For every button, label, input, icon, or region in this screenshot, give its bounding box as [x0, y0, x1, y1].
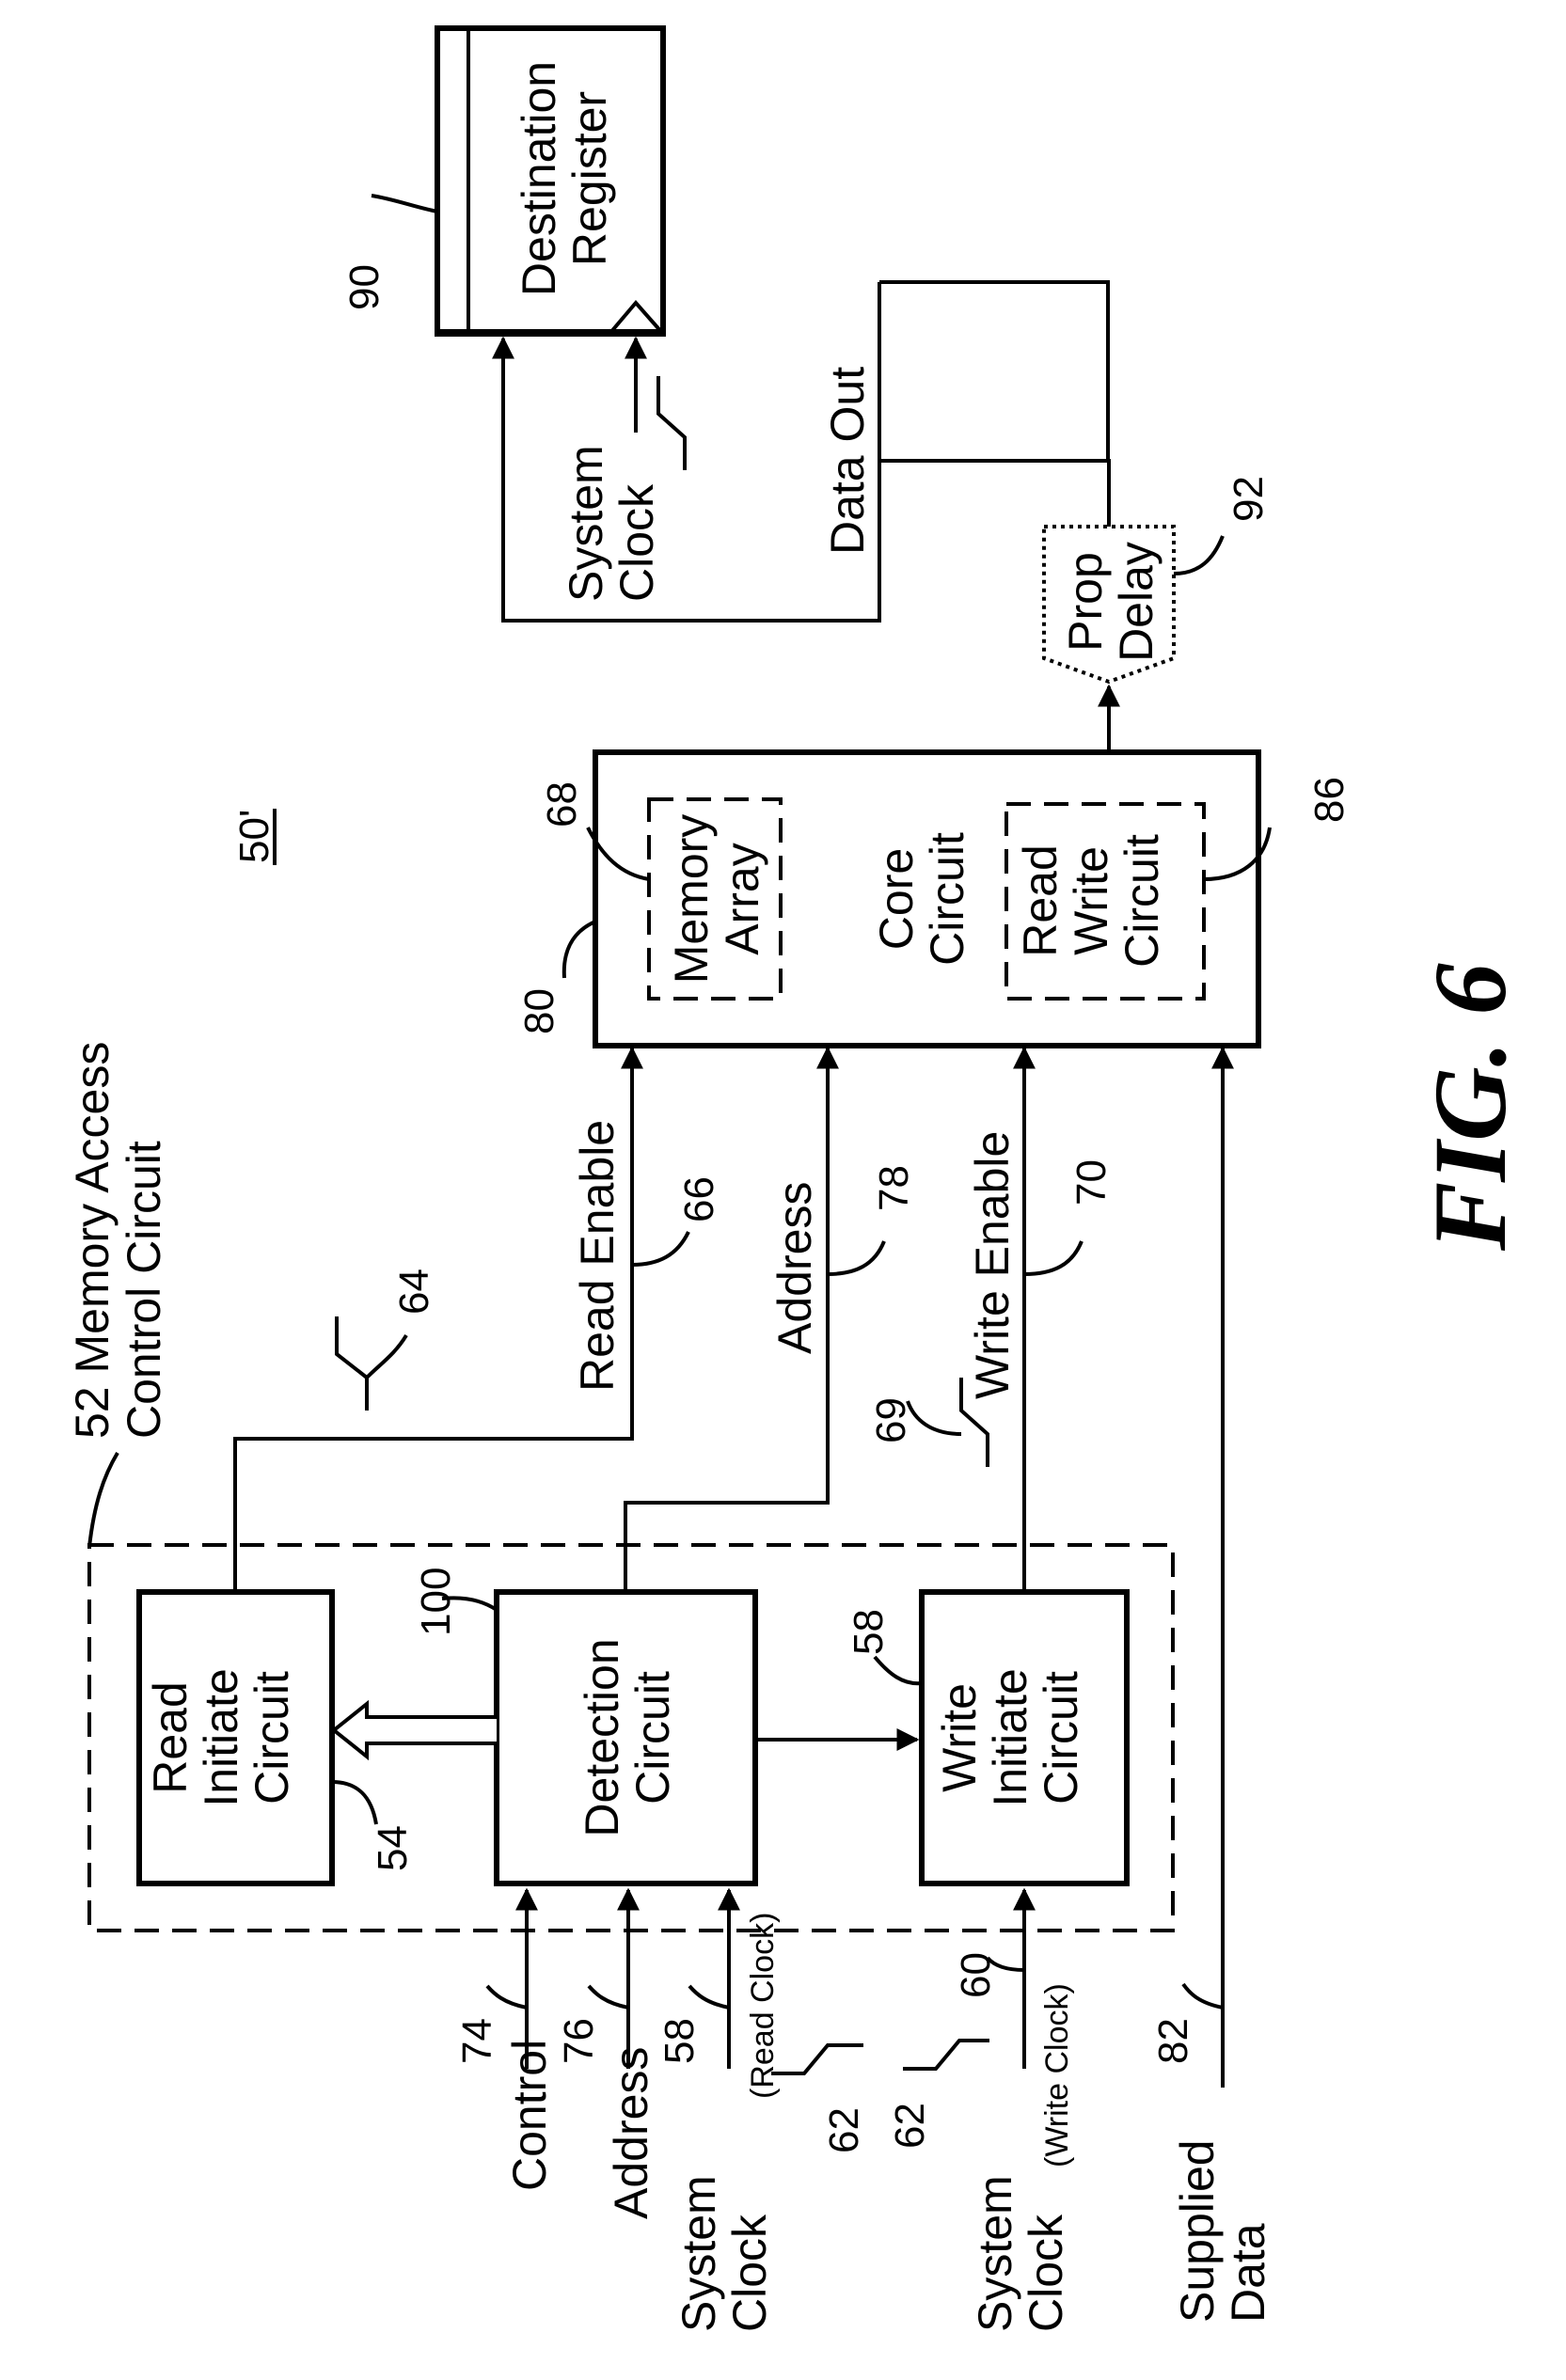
read-write-label: Read Write Circuit — [1014, 834, 1168, 968]
read-enable-wave-leader — [367, 1335, 406, 1378]
read-enable-ref: 66 — [676, 1176, 722, 1222]
read-initiate-leader — [332, 1782, 376, 1824]
prop-delay-ref: 92 — [1226, 476, 1272, 522]
svg-text:Circuit: Circuit — [921, 832, 973, 966]
write-initiate-leader — [875, 1657, 922, 1683]
prop-delay-leader — [1174, 536, 1223, 574]
address-in-leader — [589, 1986, 628, 2008]
svg-text:Core: Core — [870, 848, 923, 950]
read-enable-wave-ref: 64 — [391, 1269, 437, 1315]
sysclk-write-waveform — [903, 2041, 989, 2069]
svg-text:Read: Read — [144, 1681, 197, 1794]
memory-array-ref: 68 — [539, 781, 585, 827]
register-clock-label: System Clock — [560, 445, 663, 602]
supplied-data-ref: 82 — [1150, 2018, 1196, 2064]
svg-text:Circuit: Circuit — [1115, 834, 1168, 968]
svg-text:Circuit: Circuit — [626, 1671, 679, 1805]
sysclk-read-ref: 58 — [656, 2018, 703, 2064]
read-initiate-label: Read Initiate Circuit — [144, 1668, 298, 1806]
write-initiate-label: Write Initiate Circuit — [933, 1668, 1087, 1806]
svg-text:Read: Read — [1014, 844, 1067, 957]
address-out-leader — [828, 1241, 884, 1274]
svg-text:Write: Write — [933, 1683, 986, 1792]
core-ref: 80 — [516, 988, 562, 1034]
svg-text:52 Memory Access: 52 Memory Access — [66, 1042, 119, 1439]
read-enable-waveform — [337, 1316, 367, 1411]
svg-text:Write: Write — [1065, 846, 1117, 955]
control-leader — [487, 1986, 527, 2008]
sysclk-write-ref: 60 — [953, 1952, 999, 1998]
svg-text:System: System — [672, 2175, 725, 2332]
read-write-ref: 86 — [1306, 777, 1352, 823]
destination-register-ref: 90 — [341, 264, 388, 310]
supplied-data-label: Supplied Data — [1171, 2139, 1274, 2323]
svg-text:Circuit: Circuit — [245, 1671, 298, 1805]
svg-text:Prop: Prop — [1059, 552, 1112, 652]
svg-text:Detection: Detection — [576, 1638, 628, 1836]
mac-label: 52 Memory Access Control Circuit — [66, 1042, 170, 1439]
address-out-ref: 78 — [871, 1165, 917, 1211]
sysclk-read-sub: (Read Clock) — [745, 1913, 781, 2099]
svg-text:Data: Data — [1222, 2223, 1274, 2323]
address-in-ref: 76 — [556, 2018, 602, 2064]
core-leader — [564, 922, 595, 978]
svg-text:Circuit: Circuit — [1035, 1671, 1087, 1805]
destination-register-label: Destination Register — [513, 61, 616, 296]
core-circuit-label: Core Circuit — [870, 832, 973, 966]
detection-ref: 100 — [413, 1568, 459, 1636]
svg-text:Supplied: Supplied — [1171, 2139, 1224, 2323]
register-clock-waveform — [658, 376, 685, 470]
svg-text:Delay: Delay — [1110, 542, 1163, 662]
bus-arrow-detection-to-read — [334, 1704, 497, 1757]
write-enable-label: Write Enable — [966, 1131, 1019, 1399]
svg-text:Clock: Clock — [1020, 2214, 1072, 2332]
sysclk-read-wave-ref: 62 — [821, 2107, 867, 2153]
svg-text:Initiate: Initiate — [195, 1668, 247, 1806]
control-ref: 74 — [454, 2018, 500, 2064]
sysclk-write-wave-ref: 62 — [887, 2103, 933, 2149]
write-initiate-ref: 58 — [846, 1609, 892, 1655]
write-enable-leader — [1024, 1241, 1082, 1274]
svg-text:Control Circuit: Control Circuit — [118, 1141, 170, 1439]
data-out-loop — [879, 282, 1108, 461]
read-enable-label: Read Enable — [571, 1120, 624, 1392]
svg-text:Initiate: Initiate — [984, 1668, 1036, 1806]
data-out-label: Data Out — [821, 367, 874, 555]
sysclk-read-waveform — [771, 2045, 863, 2073]
figure-ref: 50' — [231, 810, 277, 863]
sysclk-read-label: System Clock — [672, 2175, 776, 2332]
svg-text:Clock: Clock — [610, 483, 663, 602]
svg-text:Destination: Destination — [513, 61, 565, 296]
address-in-label: Address — [605, 2047, 657, 2219]
sysclk-write-sub: (Write Clock) — [1039, 1983, 1075, 2167]
destination-register-leader — [372, 196, 437, 212]
svg-text:System: System — [969, 2175, 1021, 2332]
write-enable-wave-leader — [908, 1401, 961, 1434]
read-enable-leader — [632, 1232, 688, 1265]
svg-text:Memory: Memory — [665, 814, 718, 985]
mac-leader — [89, 1453, 118, 1547]
control-label: Control — [503, 2040, 556, 2191]
figure-caption: FIG. 6 — [1413, 963, 1527, 1252]
write-enable-ref: 70 — [1068, 1159, 1115, 1206]
svg-text:Clock: Clock — [723, 2214, 776, 2332]
supplied-data-leader — [1183, 1984, 1223, 2008]
address-out-label: Address — [768, 1182, 821, 1354]
svg-text:Register: Register — [563, 91, 616, 266]
svg-text:System: System — [560, 445, 612, 602]
read-initiate-ref: 54 — [370, 1825, 416, 1871]
sysclk-read-leader — [689, 1986, 729, 2008]
prop-delay-label: Prop Delay — [1059, 542, 1163, 662]
sysclk-write-label: System Clock — [969, 2175, 1072, 2332]
write-enable-wave-ref: 69 — [868, 1397, 914, 1443]
svg-text:Array: Array — [716, 843, 768, 954]
